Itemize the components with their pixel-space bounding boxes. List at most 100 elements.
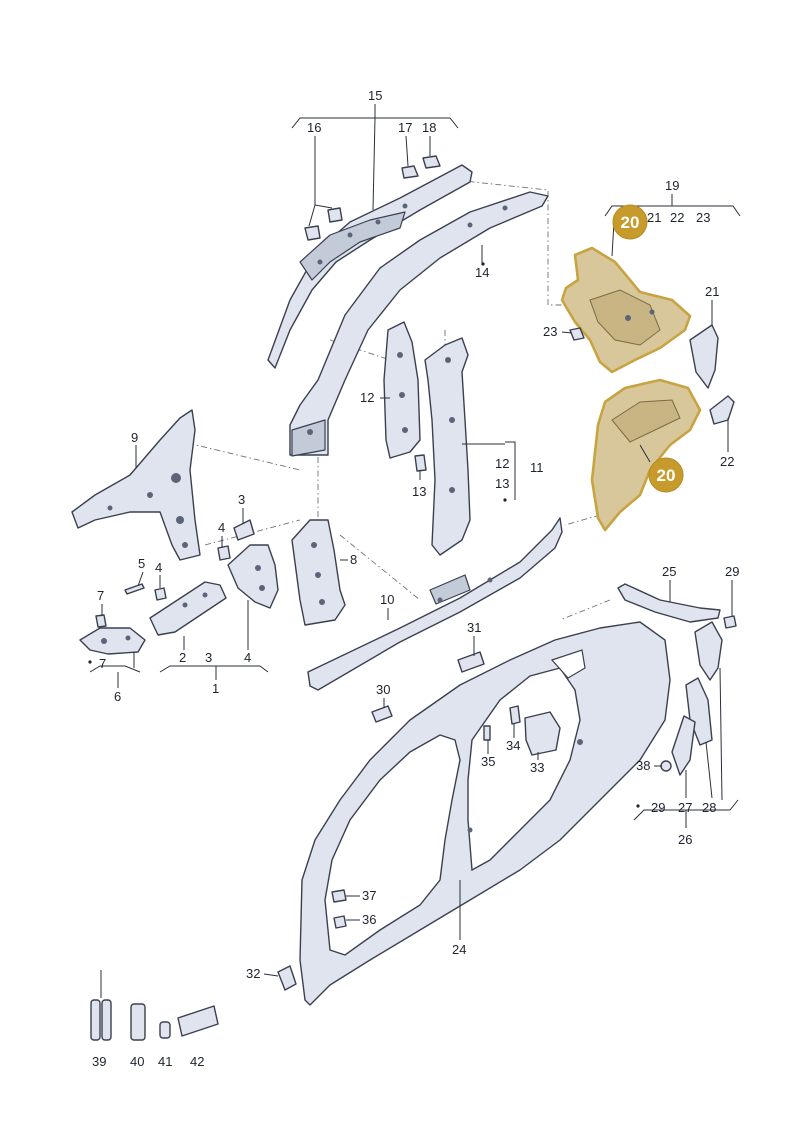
label-34: 34 [506, 738, 520, 753]
badge-20-bottom[interactable]: 20 [648, 457, 684, 493]
label-23-top: 23 [696, 210, 710, 225]
part-pad-42[interactable] [177, 1005, 219, 1037]
label-27: 27 [678, 800, 692, 815]
callout-brackets [89, 104, 741, 977]
svg-text:20: 20 [657, 466, 676, 485]
label-25: 25 [662, 564, 676, 579]
label-8: 8 [350, 552, 357, 567]
label-35: 35 [481, 754, 495, 769]
part-clip-34[interactable] [509, 705, 521, 725]
part-a-pillar-lower[interactable] [291, 519, 346, 626]
label-40: 40 [130, 1054, 144, 1069]
label-26: 26 [678, 832, 692, 847]
part-bracket-31[interactable] [457, 651, 485, 673]
part-clip-13[interactable] [414, 454, 427, 472]
part-clip-4-upper[interactable] [217, 545, 231, 561]
part-bolt-35[interactable] [483, 725, 491, 741]
label-13-left: 13 [412, 484, 426, 499]
part-strip-5[interactable] [124, 583, 145, 595]
label-10: 10 [380, 592, 394, 607]
part-clip-37[interactable] [331, 889, 347, 903]
label-13-right: 13 [495, 476, 509, 491]
part-bracket-3-4-assembly[interactable] [227, 544, 279, 609]
label-1: 1 [212, 681, 219, 696]
label-2: 2 [179, 650, 186, 665]
label-14: 14 [475, 265, 489, 280]
label-42: 42 [190, 1054, 204, 1069]
part-bracket-2[interactable] [149, 581, 227, 636]
part-clip-17[interactable] [401, 165, 419, 179]
part-a-pillar-inner[interactable] [289, 191, 549, 457]
part-b-pillar-reinforcement[interactable] [383, 321, 421, 459]
label-22: 22 [720, 454, 734, 469]
label-38: 38 [636, 758, 650, 773]
part-cartridge-39[interactable] [90, 970, 112, 1041]
svg-text:20: 20 [621, 213, 640, 232]
part-plate-6[interactable] [79, 627, 146, 655]
part-clip-29-top[interactable] [723, 615, 737, 629]
badge-20-top[interactable]: 20 [612, 204, 648, 240]
part-clip-36[interactable] [333, 915, 347, 929]
label-11: 11 [530, 460, 544, 475]
label-12-right: 12 [495, 456, 509, 471]
label-6: 6 [114, 689, 121, 704]
label-37: 37 [362, 888, 376, 903]
part-b-pillar-inner[interactable] [424, 337, 471, 556]
label-32: 32 [246, 966, 260, 981]
label-3-lower: 3 [205, 650, 212, 665]
part-clips-16[interactable] [304, 207, 343, 241]
label-19: 19 [665, 178, 679, 193]
part-bracket-21[interactable] [689, 324, 719, 389]
label-18: 18 [422, 120, 436, 135]
part-bracket-3[interactable] [233, 519, 255, 541]
label-22-top: 22 [670, 210, 684, 225]
part-plug-41[interactable] [159, 1021, 171, 1039]
part-bracket-30[interactable] [371, 705, 393, 723]
part-bracket-32[interactable] [277, 965, 297, 991]
part-panel-28[interactable] [685, 621, 723, 746]
label-4-upper: 4 [218, 520, 225, 535]
label-7-upper: 7 [97, 588, 104, 603]
part-clip-18[interactable] [422, 155, 441, 169]
part-clip-38[interactable] [660, 760, 672, 772]
label-17: 17 [398, 120, 412, 135]
label-30: 30 [376, 682, 390, 697]
label-5: 5 [138, 556, 145, 571]
label-39: 39 [92, 1054, 106, 1069]
label-4-bottom: 4 [244, 650, 251, 665]
part-side-panel[interactable] [299, 621, 671, 1006]
part-bracket-22[interactable] [709, 395, 735, 425]
label-33: 33 [530, 760, 544, 775]
label-31: 31 [467, 620, 481, 635]
label-3-upper: 3 [238, 492, 245, 507]
label-41: 41 [158, 1054, 172, 1069]
label-29-bottom: 29 [651, 800, 665, 815]
label-16: 16 [307, 120, 321, 135]
label-29-top: 29 [725, 564, 739, 579]
alignment-lines [174, 179, 611, 621]
label-21-top: 21 [647, 210, 661, 225]
label-12-left: 12 [360, 390, 374, 405]
label-23: 23 [543, 324, 557, 339]
part-side-sill[interactable] [307, 517, 563, 691]
label-36: 36 [362, 912, 376, 927]
callout-labels: 15 16 17 18 14 19 21 22 23 21 23 22 12 1… [92, 88, 739, 1069]
part-roof-rail-outer[interactable] [267, 164, 473, 369]
part-clip-4-lower[interactable] [154, 587, 167, 601]
label-21: 21 [705, 284, 719, 299]
part-front-upper-structure[interactable] [71, 409, 201, 561]
part-gutter-25[interactable] [617, 583, 721, 623]
label-9: 9 [131, 430, 138, 445]
label-4-lower: 4 [155, 560, 162, 575]
part-bracket-33[interactable] [524, 711, 561, 756]
part-20-wheelhouse-inner[interactable] [560, 246, 692, 374]
label-28: 28 [702, 800, 716, 815]
group-dots [88, 262, 640, 808]
label-15: 15 [368, 88, 382, 103]
part-clip-7[interactable] [95, 614, 107, 628]
part-cartridge-40[interactable] [130, 1003, 146, 1041]
part-nut-23[interactable] [569, 327, 585, 341]
label-24: 24 [452, 942, 466, 957]
label-7-lower: 7 [99, 656, 106, 671]
part-bracket-27[interactable] [671, 715, 696, 776]
